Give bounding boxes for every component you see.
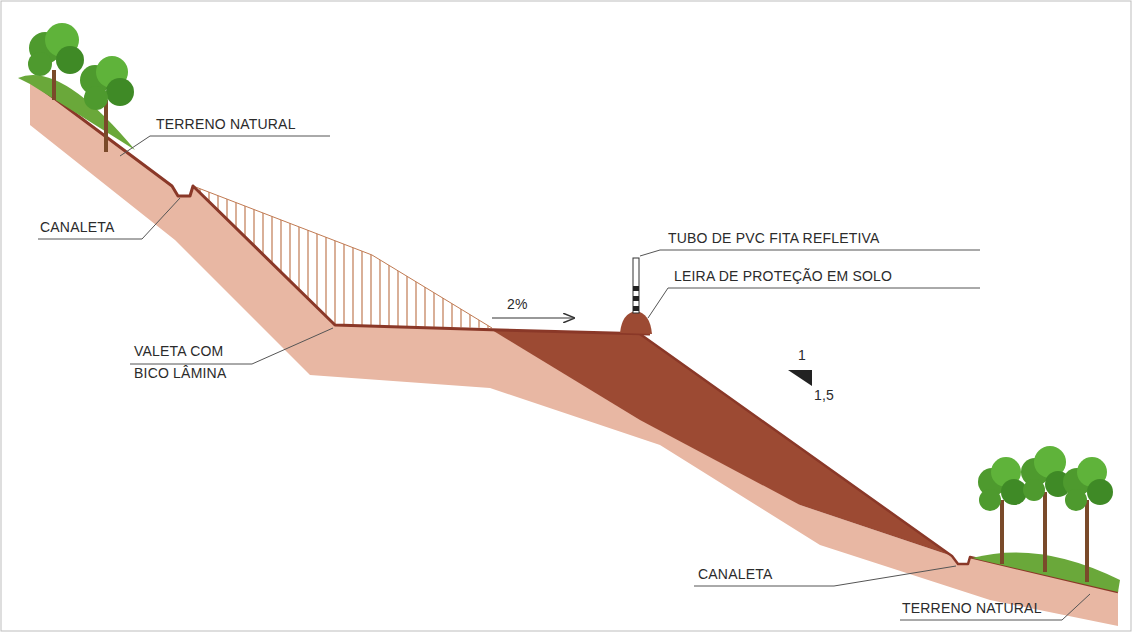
slope-percent: 2% bbox=[507, 296, 528, 312]
channel-label: CANALETA bbox=[698, 566, 772, 582]
embankment-fill bbox=[492, 330, 952, 556]
berm-label: LEIRA DE PROTEÇÃO EM SOLO bbox=[674, 268, 892, 284]
leader-lines bbox=[38, 136, 1090, 620]
reflective-band bbox=[633, 286, 639, 291]
ground-label: TERRENO NATURAL bbox=[156, 116, 296, 132]
trees bbox=[972, 446, 1120, 592]
slope-ratio: 1 bbox=[798, 347, 806, 363]
leira-mound bbox=[620, 311, 652, 334]
trees bbox=[18, 23, 135, 152]
pvc-pipe bbox=[633, 258, 639, 313]
reflective-band bbox=[633, 296, 639, 301]
reflective-band bbox=[633, 306, 639, 311]
ground-label: TERRENO NATURAL bbox=[902, 600, 1042, 616]
surface-line bbox=[30, 80, 650, 334]
natural-ground bbox=[30, 80, 1118, 626]
cut-hatching bbox=[193, 186, 492, 328]
slope-ratio: 1,5 bbox=[814, 387, 834, 403]
pipe-label: TUBO DE PVC FITA REFLETIVA bbox=[668, 230, 880, 246]
fill-slope-line bbox=[640, 334, 1118, 592]
slope-triangle bbox=[788, 370, 812, 386]
slope-arrow bbox=[492, 317, 574, 318]
ditch-label: VALETA COM BICO LÂMINA bbox=[134, 340, 259, 384]
channel-label: CANALETA bbox=[40, 219, 114, 235]
cut-outline bbox=[193, 186, 492, 328]
